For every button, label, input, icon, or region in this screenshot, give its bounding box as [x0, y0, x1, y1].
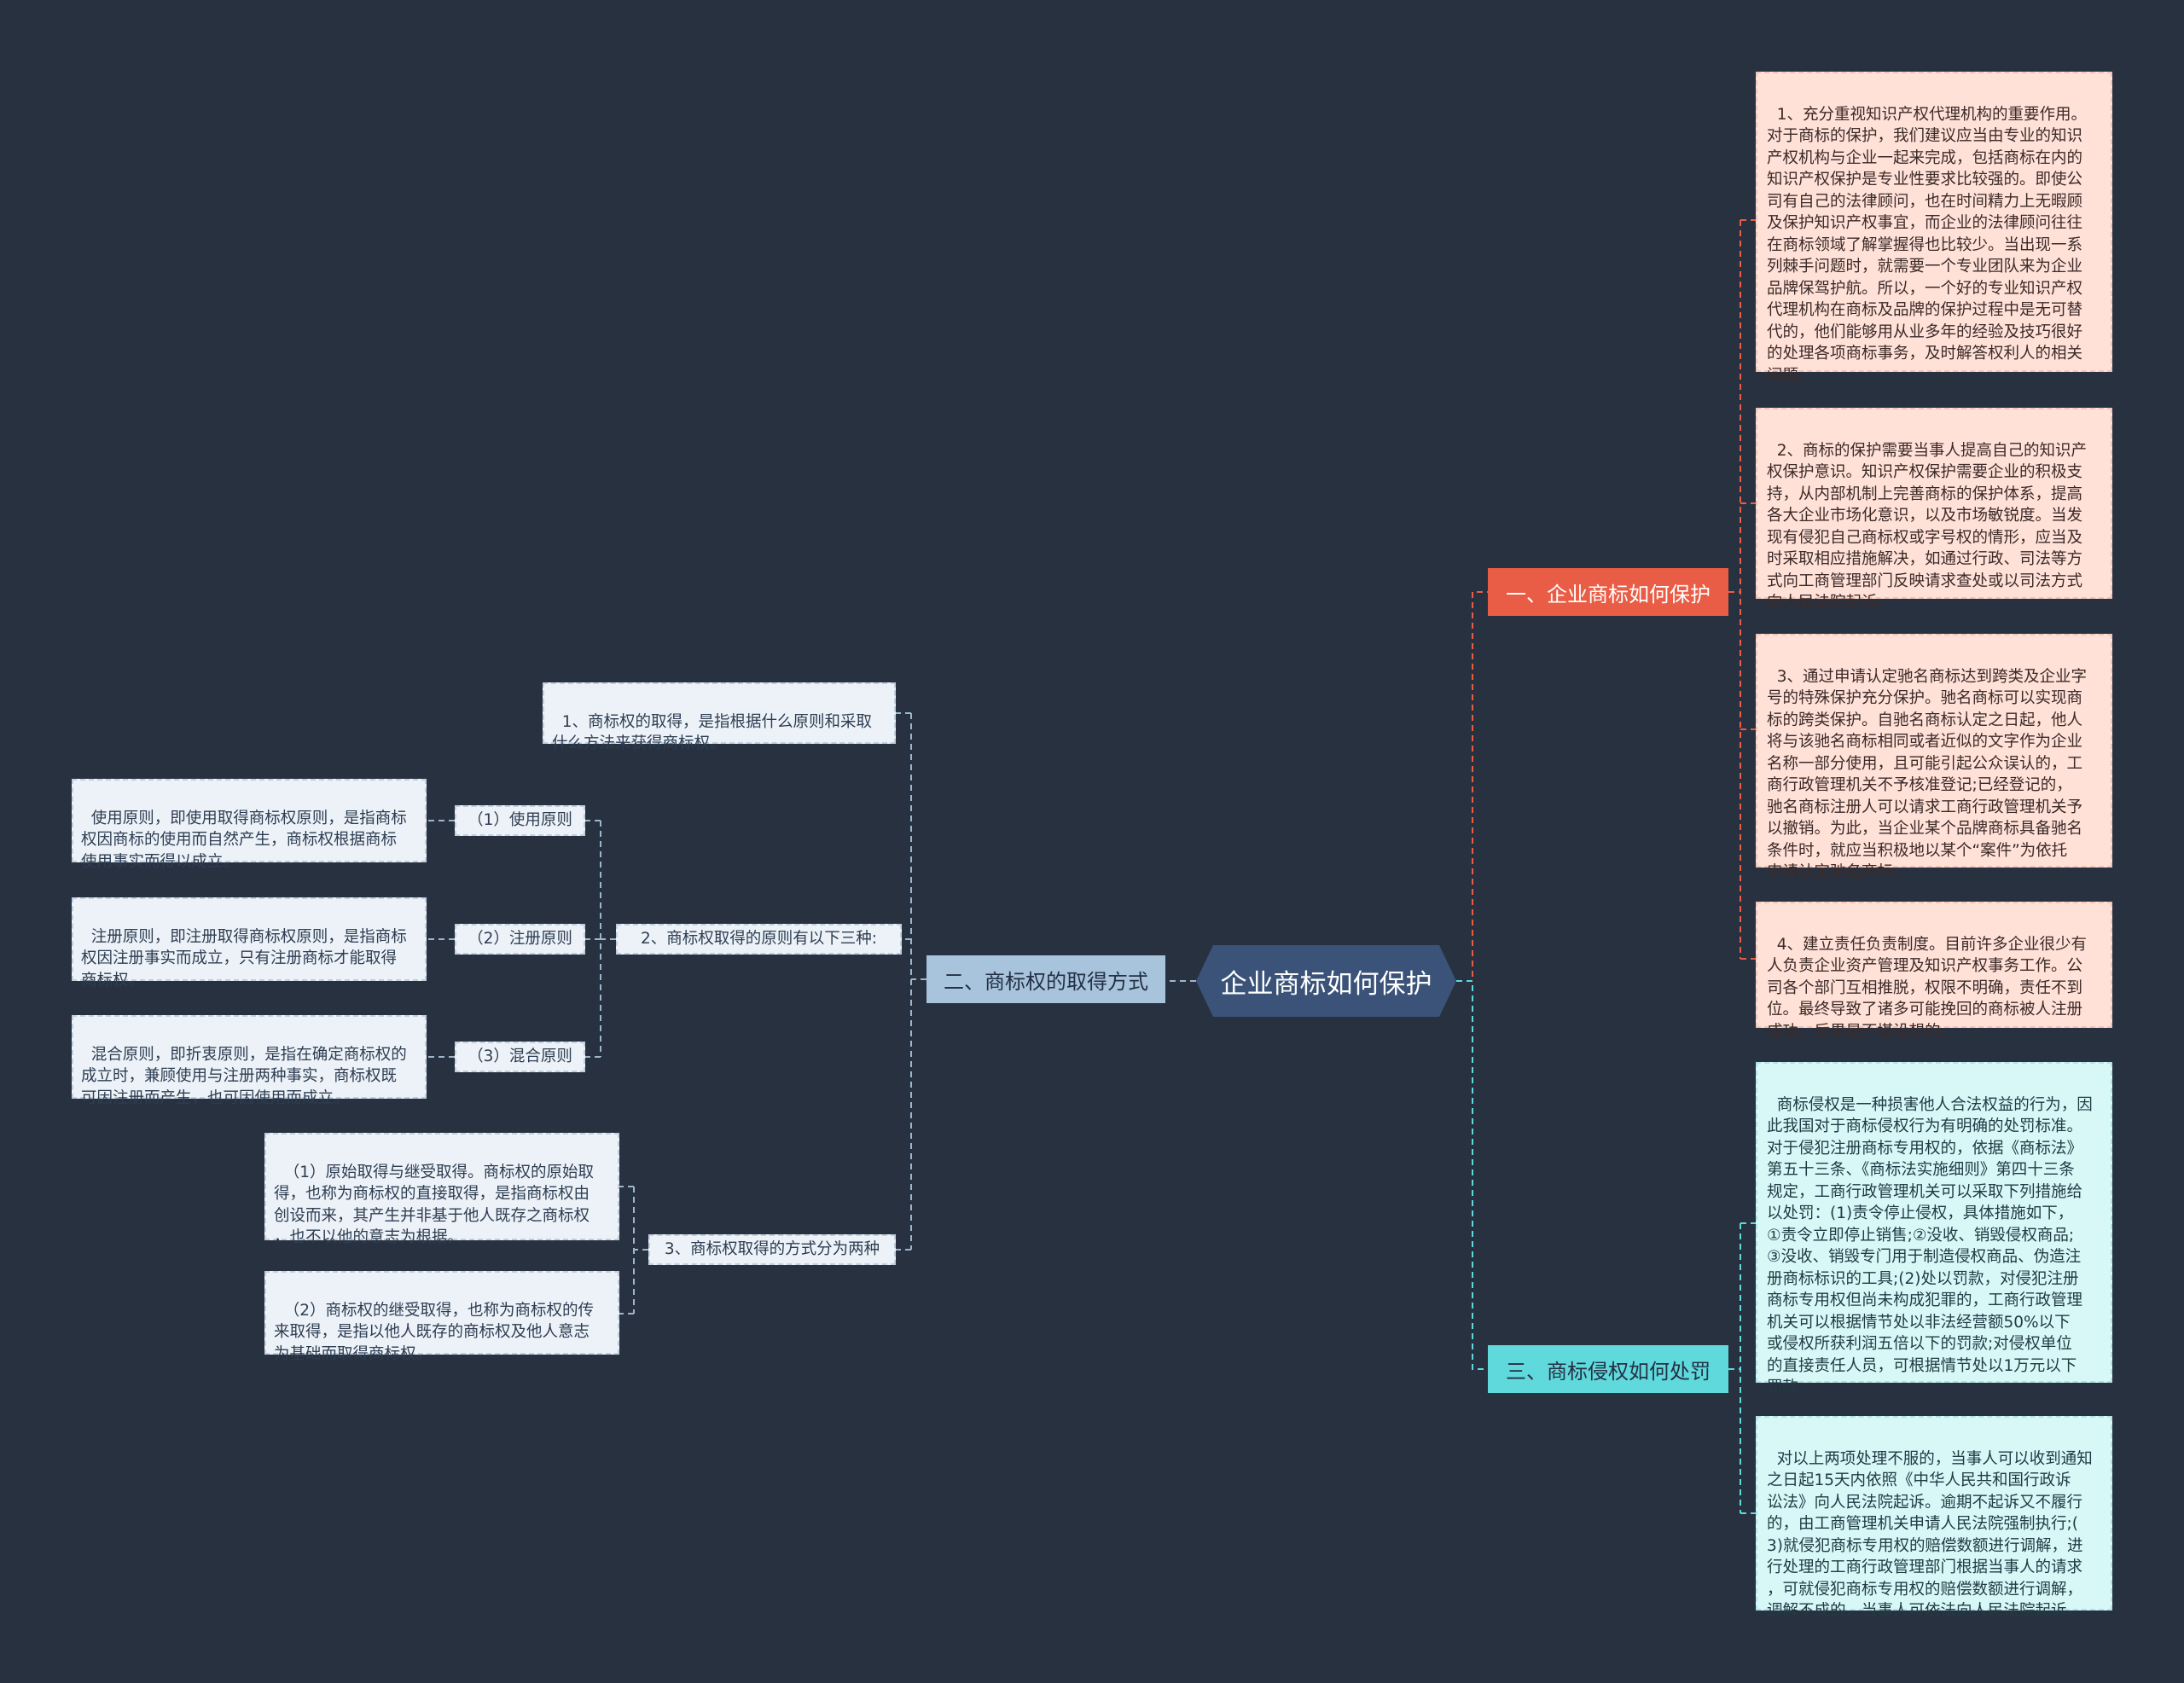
branch-protection-label: 一、企业商标如何保护 — [1506, 582, 1711, 606]
protection-point-3[interactable]: 3、通过申请认定驰名商标达到跨类及企业字 号的特殊保护充分保护。驰名商标可以实现… — [1756, 634, 2112, 881]
protection-point-2-text: 2、商标的保护需要当事人提高自己的知识产 权保护意识。知识产权保护需要企业的积极… — [1767, 441, 2088, 612]
principle-registration[interactable]: （2）注册原则 — [455, 924, 585, 955]
principle-registration-label: （2）注册原则 — [468, 930, 572, 949]
method-original[interactable]: （1）原始取得与继受取得。商标权的原始取 得，也称为商标权的直接取得，是指商标权… — [264, 1133, 619, 1246]
link-acquisition-items — [896, 712, 926, 1251]
penalty-point-2[interactable]: 对以上两项处理不服的，当事人可以收到通知 之日起15天内依照《中华人民共和国行政… — [1756, 1416, 2112, 1620]
acquisition-item-1-text: 1、商标权的取得，是指根据什么原则和采取 什么方法来获得商标权。 — [552, 712, 873, 753]
principle-use-desc-text: 使用原则，即使用取得商标权原则，是指商标 权因商标的使用而自然产生，商标权根据商… — [81, 809, 407, 871]
branch-penalty-label: 三、商标侵权如何处罚 — [1506, 1359, 1711, 1384]
branch-acquisition[interactable]: 二、商标权的取得方式 — [926, 955, 1165, 1003]
principle-use-label: （1）使用原则 — [468, 811, 572, 830]
principle-registration-desc-text: 注册原则，即注册取得商标权原则，是指商标 权因注册事实而成立，只有注册商标才能取… — [81, 927, 407, 989]
principle-mixed-desc-text: 混合原则，即折衷原则，是指在确定商标权的 成立时，兼顾使用与注册两种事实，商标权… — [81, 1045, 407, 1107]
penalty-point-2-text: 对以上两项处理不服的，当事人可以收到通知 之日起15天内依照《中华人民共和国行政… — [1767, 1449, 2093, 1621]
branch-acquisition-label: 二、商标权的取得方式 — [944, 969, 1148, 994]
protection-point-4[interactable]: 4、建立责任负责制度。目前许多企业很少有 人负责企业资产管理及知识产权事务工作。… — [1756, 902, 2112, 1041]
link-penalty-points — [1728, 1222, 1756, 1514]
principle-use-desc[interactable]: 使用原则，即使用取得商标权原则，是指商标 权因商标的使用而自然产生，商标权根据商… — [72, 779, 427, 871]
link-protection-points — [1728, 219, 1756, 960]
penalty-point-1[interactable]: 商标侵权是一种损害他人合法权益的行为，因 此我国对于商标侵权行为有明确的处罚标准… — [1756, 1062, 2112, 1396]
branch-penalty[interactable]: 三、商标侵权如何处罚 — [1488, 1345, 1728, 1393]
method-original-text: （1）原始取得与继受取得。商标权的原始取 得，也称为商标权的直接取得，是指商标权… — [274, 1163, 595, 1247]
protection-point-2[interactable]: 2、商标的保护需要当事人提高自己的知识产 权保护意识。知识产权保护需要企业的积极… — [1756, 408, 2112, 612]
protection-point-4-text: 4、建立责任负责制度。目前许多企业很少有 人负责企业资产管理及知识产权事务工作。… — [1767, 935, 2088, 1041]
protection-point-1[interactable]: 1、充分重视知识产权代理机构的重要作用。 对于商标的保护，我们建议应当由专业的知… — [1756, 72, 2112, 385]
center-topic[interactable]: 企业商标如何保护 — [1196, 945, 1456, 1017]
penalty-point-1-text: 商标侵权是一种损害他人合法权益的行为，因 此我国对于商标侵权行为有明确的处罚标准… — [1767, 1095, 2093, 1397]
principle-registration-desc[interactable]: 注册原则，即注册取得商标权原则，是指商标 权因注册事实而成立，只有注册商标才能取… — [72, 897, 427, 989]
protection-point-1-text: 1、充分重视知识产权代理机构的重要作用。 对于商标的保护，我们建议应当由专业的知… — [1767, 105, 2088, 385]
principle-mixed[interactable]: （3）混合原则 — [455, 1042, 585, 1072]
protection-point-3-text: 3、通过申请认定驰名商标达到跨类及企业字 号的特殊保护充分保护。驰名商标可以实现… — [1767, 667, 2088, 882]
link-center-penalty — [1456, 980, 1488, 1370]
acquisition-item-1[interactable]: 1、商标权的取得，是指根据什么原则和采取 什么方法来获得商标权。 — [543, 682, 896, 752]
method-derived[interactable]: （2）商标权的继受取得，也称为商标权的传 来取得，是指以他人既存的商标权及他人意… — [264, 1271, 619, 1363]
link-item3-methods — [619, 1186, 648, 1314]
principle-mixed-label: （3）混合原则 — [468, 1048, 572, 1066]
acquisition-item-2-text: 2、商标权取得的原则有以下三种: — [640, 930, 877, 949]
link-item2-principles — [585, 820, 616, 1058]
link-center-protection — [1456, 591, 1488, 982]
principle-mixed-desc[interactable]: 混合原则，即折衷原则，是指在确定商标权的 成立时，兼顾使用与注册两种事实，商标权… — [72, 1015, 427, 1107]
center-topic-label: 企业商标如何保护 — [1220, 968, 1432, 1000]
acquisition-item-2[interactable]: 2、商标权取得的原则有以下三种: — [616, 924, 902, 955]
acquisition-item-3[interactable]: 3、商标权取得的方式分为两种 — [648, 1234, 896, 1265]
branch-protection[interactable]: 一、企业商标如何保护 — [1488, 568, 1728, 616]
acquisition-item-3-text: 3、商标权取得的方式分为两种 — [664, 1240, 880, 1259]
link-principles-descs — [427, 820, 455, 1058]
method-derived-text: （2）商标权的继受取得，也称为商标权的传 来取得，是指以他人既存的商标权及他人意… — [274, 1301, 595, 1363]
principle-use[interactable]: （1）使用原则 — [455, 805, 585, 836]
